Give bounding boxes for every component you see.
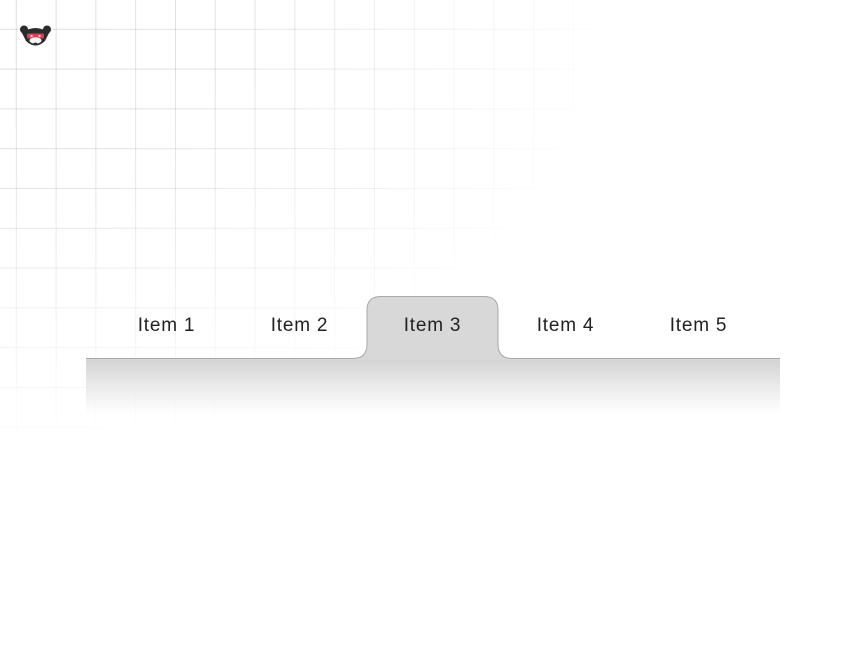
tab-list: Item 1 Item 2 Item 3 Item 4 Item 5 bbox=[100, 296, 765, 358]
tab-outline bbox=[86, 296, 780, 360]
tab-bar: Item 1 Item 2 Item 3 Item 4 Item 5 bbox=[86, 296, 780, 416]
tab-label: Item 4 bbox=[536, 315, 595, 336]
tab-item-1[interactable]: Item 1 bbox=[100, 296, 233, 358]
tab-item-3[interactable]: Item 3 bbox=[366, 296, 499, 358]
masked-bear-logo-icon bbox=[20, 25, 51, 46]
tab-label: Item 2 bbox=[270, 315, 329, 336]
tab-panel-shadow bbox=[86, 358, 780, 414]
tab-label: Item 1 bbox=[137, 315, 196, 336]
tab-item-5[interactable]: Item 5 bbox=[632, 296, 765, 358]
tab-item-4[interactable]: Item 4 bbox=[499, 296, 632, 358]
tab-item-2[interactable]: Item 2 bbox=[233, 296, 366, 358]
tab-label: Item 3 bbox=[403, 315, 462, 336]
tab-label: Item 5 bbox=[669, 315, 728, 336]
logo bbox=[19, 24, 52, 48]
